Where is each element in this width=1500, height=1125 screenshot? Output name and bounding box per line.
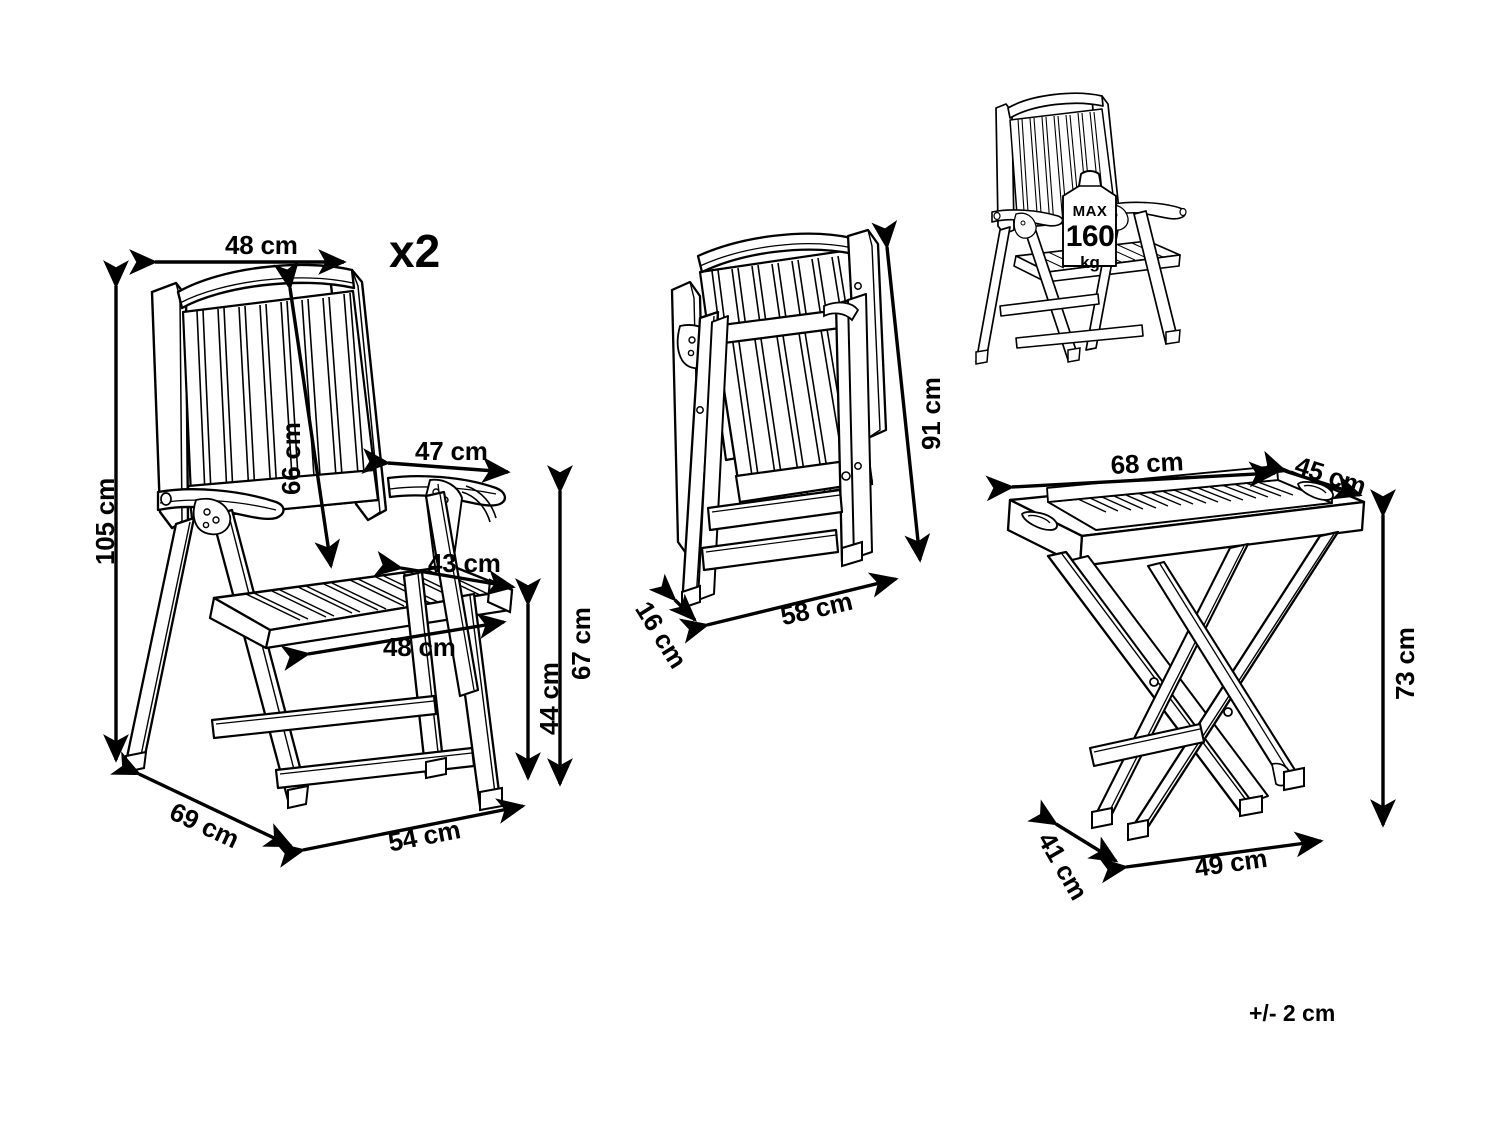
dim-label-seat-depth: 43 cm — [428, 548, 501, 578]
dim-label-seat-width: 48 cm — [383, 632, 456, 662]
dim-label-tray-width: 68 cm — [1109, 446, 1185, 480]
dim-arrow-tray-depth-45 — [1256, 450, 1363, 500]
chair-folded-illustration — [670, 228, 888, 610]
dim-label-table-height: 73 cm — [1390, 627, 1420, 700]
max-load-badge: MAX 160 kg — [1063, 204, 1117, 271]
dim-label-arm-height: 67 cm — [566, 607, 596, 680]
max-load-max-text: MAX — [1072, 203, 1108, 220]
dim-label-seat-height: 44 cm — [534, 662, 564, 735]
dim-arrow-base-depth-69 — [110, 751, 294, 848]
tolerance-note: +/- 2 cm — [1249, 1000, 1336, 1026]
quantity-label: x2 — [389, 225, 441, 277]
dim-arrow-seat-depth-43 — [373, 550, 516, 596]
max-load-value: 160 — [1065, 220, 1115, 253]
dim-arrow-folded-width-58 — [678, 572, 899, 644]
dim-label-back-height: 66 cm — [276, 422, 306, 495]
dim-arrow-base-width-49 — [1098, 831, 1324, 884]
dim-label-folded-height: 91 cm — [916, 377, 946, 450]
dim-arrow-arm-depth-47 — [361, 448, 511, 483]
dim-arrow-back-height-66 — [273, 260, 341, 569]
dim-arrow-base-width-54 — [275, 798, 526, 868]
dim-label-arm-depth: 47 cm — [415, 436, 488, 466]
dim-label-back-width: 48 cm — [225, 230, 298, 260]
max-load-unit: kg — [1080, 253, 1100, 272]
dim-arrow-seat-width-48 — [280, 613, 507, 671]
chair-open-illustration — [124, 263, 514, 812]
dim-arrow-folded-height-91 — [871, 219, 931, 563]
dim-label-total-height: 105 cm — [90, 478, 120, 565]
tray-table-illustration — [1006, 464, 1366, 842]
dim-arrow-tray-width-68 — [985, 461, 1278, 502]
